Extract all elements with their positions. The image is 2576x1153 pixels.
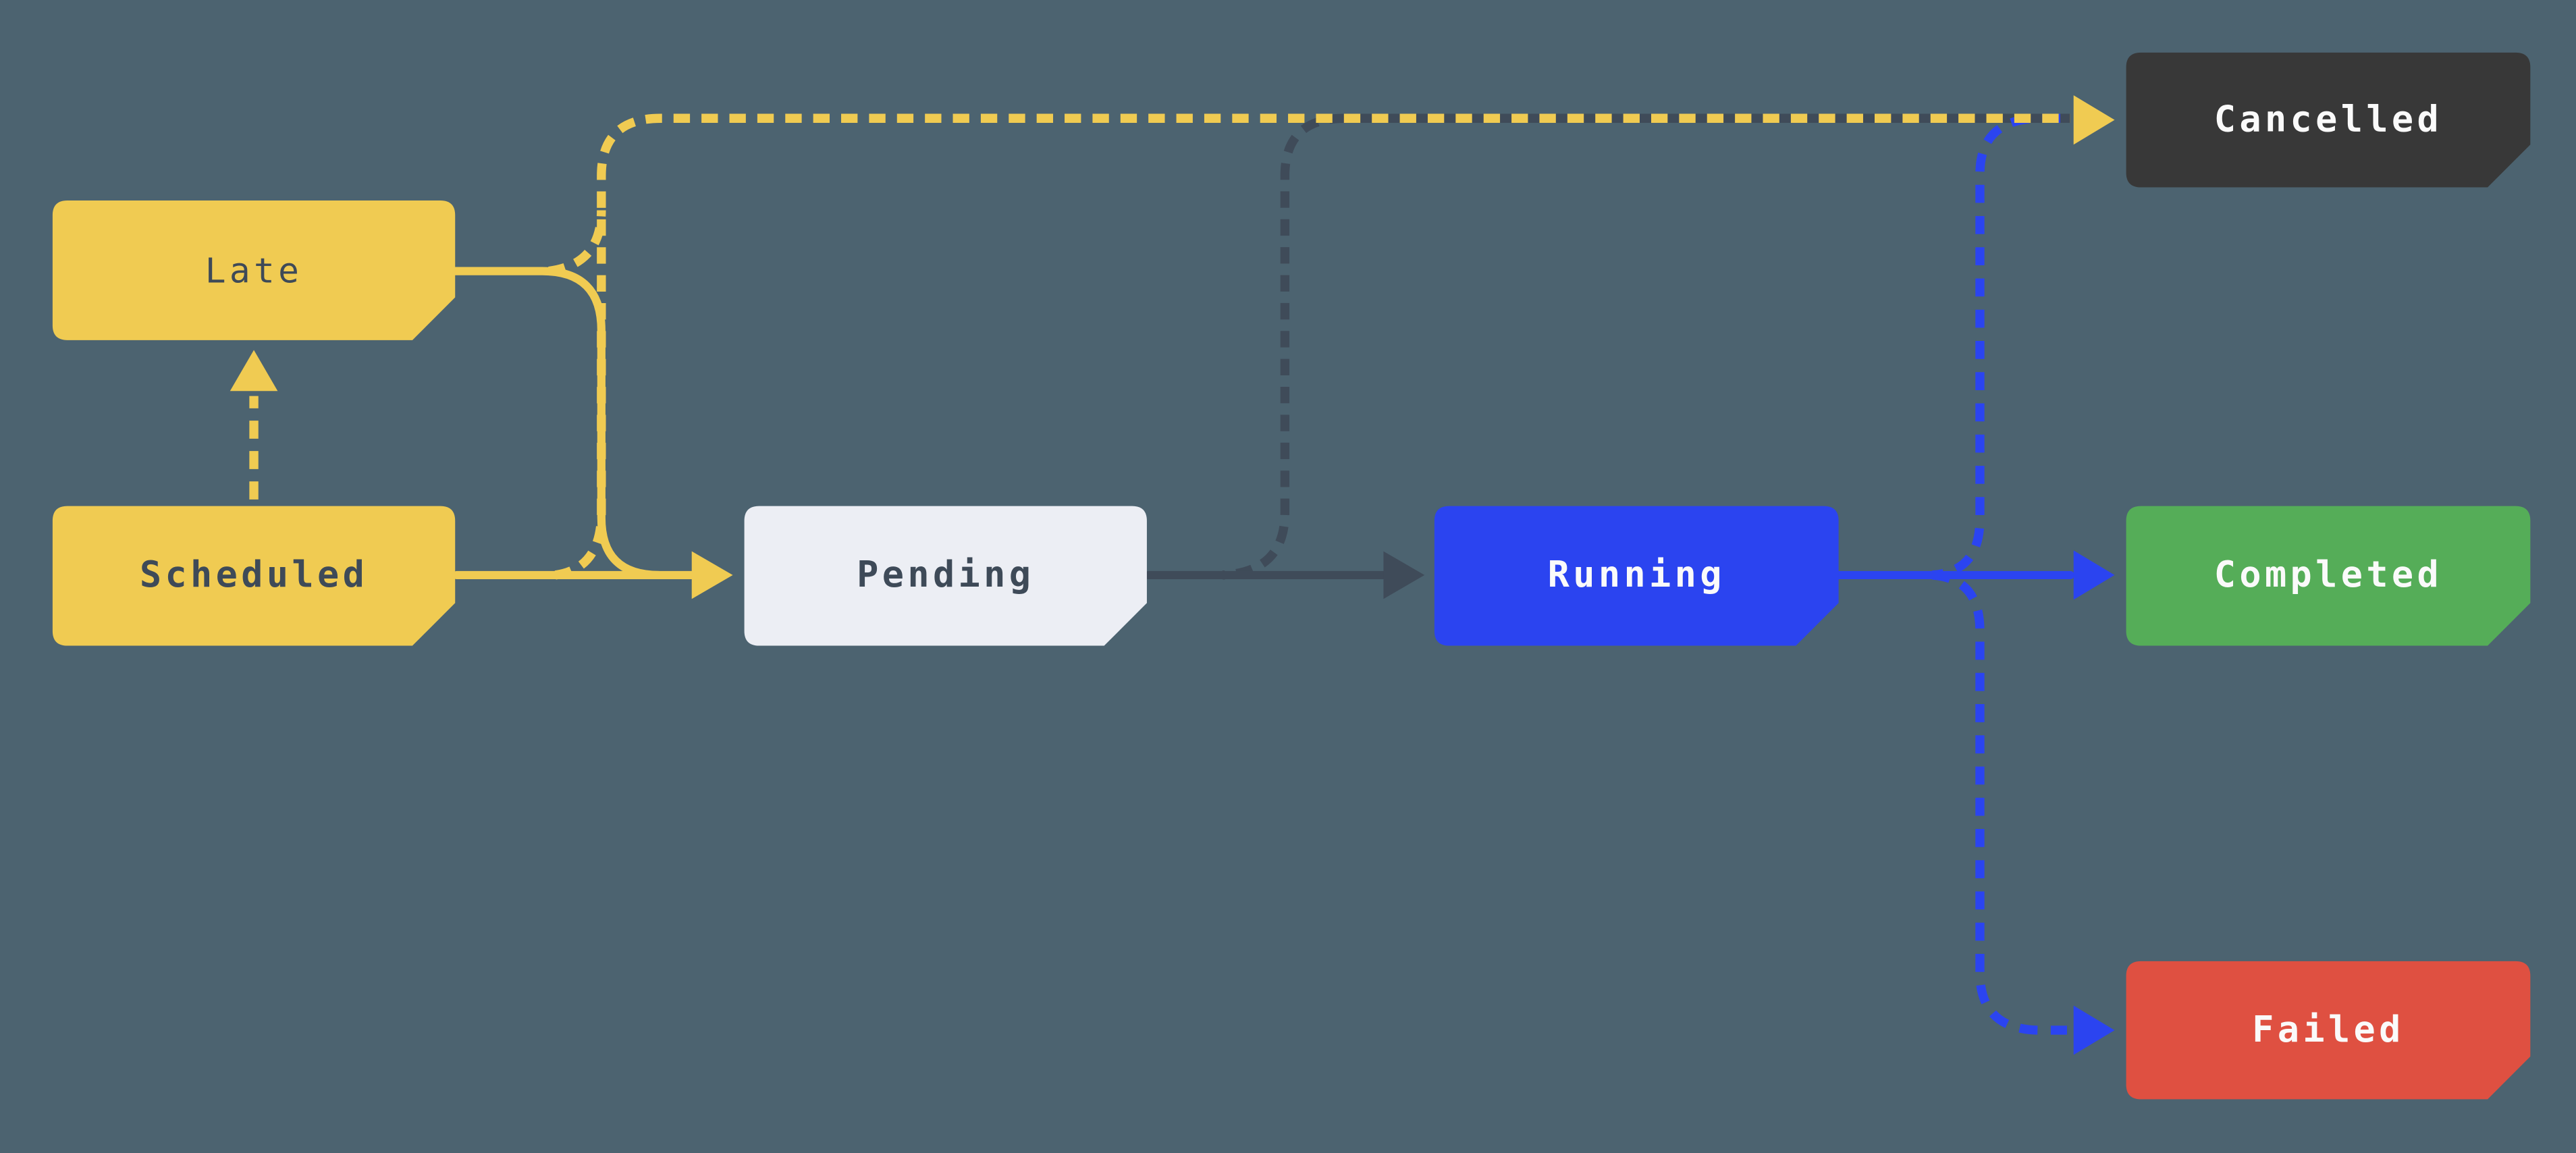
node-late[interactable]: Late bbox=[53, 200, 455, 340]
node-pending-shape bbox=[744, 506, 1147, 646]
arrowhead-to-completed-icon bbox=[2073, 550, 2115, 600]
arrowhead-to-cancelled-icon bbox=[2073, 95, 2115, 145]
arrowhead-to-failed-icon bbox=[2073, 1005, 2115, 1055]
node-failed-label: Failed bbox=[2252, 1009, 2405, 1051]
node-failed-shape bbox=[2126, 961, 2531, 1100]
arrowhead-to-running-icon bbox=[1383, 551, 1425, 599]
node-failed[interactable]: Failed bbox=[2126, 961, 2531, 1099]
node-cancelled-shape bbox=[2126, 52, 2531, 188]
node-pending-label: Pending bbox=[857, 555, 1035, 597]
node-completed-label: Completed bbox=[2213, 555, 2443, 597]
node-scheduled-shape bbox=[52, 506, 456, 646]
arrowhead-to-pending-icon bbox=[691, 551, 733, 599]
node-late-shape bbox=[52, 200, 456, 340]
node-scheduled[interactable]: Scheduled bbox=[53, 506, 455, 646]
arrowhead-to-late-icon bbox=[230, 350, 278, 392]
node-running-label: Running bbox=[1547, 555, 1725, 597]
edge-late-to-cancelled bbox=[548, 210, 606, 276]
node-cancelled-label: Cancelled bbox=[2213, 99, 2443, 141]
edge-running-to-cancelled bbox=[1931, 113, 2070, 580]
node-completed[interactable]: Completed bbox=[2126, 506, 2531, 646]
node-late-label: Late bbox=[205, 250, 303, 290]
node-cancelled[interactable]: Cancelled bbox=[2126, 53, 2531, 188]
node-completed-shape bbox=[2126, 506, 2531, 646]
node-running[interactable]: Running bbox=[1434, 506, 1839, 646]
node-running-shape bbox=[1434, 506, 1839, 646]
edge-late-to-pending bbox=[451, 267, 664, 579]
node-scheduled-label: Scheduled bbox=[139, 555, 369, 597]
edge-scheduled-to-cancelled bbox=[554, 113, 2070, 580]
node-pending[interactable]: Pending bbox=[745, 506, 1147, 646]
edge-running-to-failed bbox=[1931, 570, 2067, 1035]
